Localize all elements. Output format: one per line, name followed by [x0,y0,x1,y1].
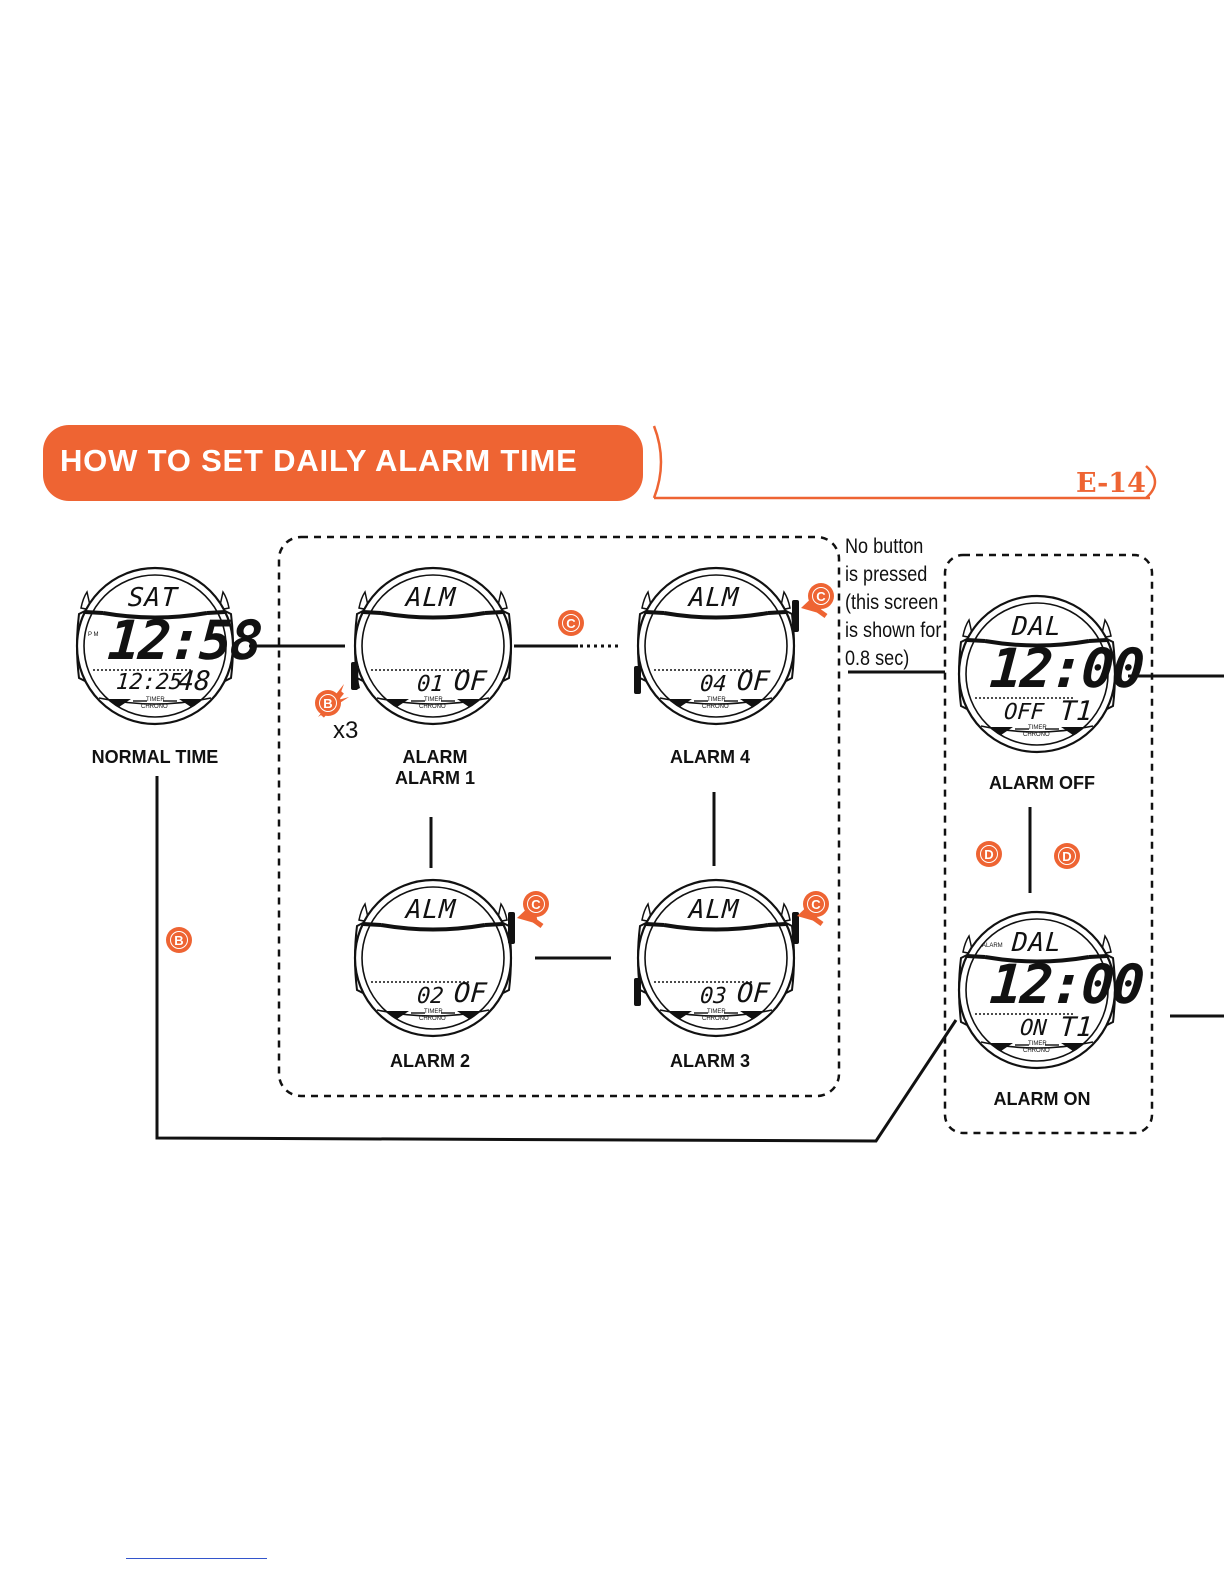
chrono-label-alarm4: CHRONO [702,704,729,710]
note-line: 0.8 sec) [845,647,910,670]
badge-letter: D [1058,847,1076,865]
label-alarm-off: ALARM OFF [942,773,1142,794]
lcd-bottom-right-alarm1: OF [452,666,488,697]
lcd-bottom-left-alarm-off: OFF [1003,700,1045,725]
chrono-label-alarm-on: CHRONO [1023,1048,1050,1054]
button-c-badge: C [558,610,584,636]
lcd-top-alarm1: ALM [404,583,458,613]
label-line: ALARM [402,747,468,767]
chrono-label-alarm2: CHRONO [419,1016,446,1022]
badge-letter: B [170,931,188,949]
badge-letter: B [319,694,337,712]
timeout-note: No button is pressed (this screen is sho… [845,533,941,673]
timer-label-alarm4: TIMER [707,697,726,703]
page-title: HOW TO SET DAILY ALARM TIME [60,443,578,478]
badge-letter: C [562,614,580,632]
lcd-bottom-right-alarm-off: T1 [1058,696,1094,727]
lcd-bottom-left-alarm-on: ON [1019,1016,1048,1041]
press-count: x3 [333,717,359,744]
pm-indicator: P M [88,632,99,638]
label-line: ALARM 1 [395,768,475,788]
alarm-indicator: ALARM [982,943,1003,949]
button-d-badge: D [1054,843,1080,869]
note-line: (this screen [845,591,939,614]
chrono-label-alarm1: CHRONO [419,704,446,710]
lcd-bottom-left-normal: 12:25 [115,670,184,695]
label-normal-time: NORMAL TIME [55,747,255,768]
lcd-top-alarm3: ALM [687,895,741,925]
timer-label-alarm3: TIMER [707,1009,726,1015]
note-line: is pressed [845,563,928,586]
label-alarm-3: ALARM 3 [610,1051,810,1072]
timer-label-alarm-off: TIMER [1028,725,1047,731]
label-line: NORMAL TIME [91,747,219,767]
label-line: ALARM 3 [670,1051,750,1071]
chrono-label-alarm3: CHRONO [702,1016,729,1022]
label-alarm-2: ALARM 2 [330,1051,530,1072]
button-b-badge: B [315,690,341,716]
timer-label-normal: TIMER [146,697,165,703]
lcd-main-normal: 12:58 [105,609,263,672]
note-line: is shown for [845,619,942,642]
lcd-main-alarm-on: 12:00 [987,953,1145,1016]
label-alarm-on: ALARM ON [942,1089,1142,1110]
lcd-main-alarm-off: 12:00 [987,637,1145,700]
label-line: ALARM 2 [390,1051,470,1071]
chrono-label-alarm-off: CHRONO [1023,732,1050,738]
badge-letter: C [812,587,830,605]
label-line: ALARM OFF [989,773,1095,793]
lcd-bottom-right-alarm4: OF [735,666,771,697]
lcd-bottom-left-alarm4: 04 [699,672,728,697]
label-alarm-4: ALARM 4 [610,747,810,768]
badge-letter: D [980,845,998,863]
timer-label-alarm-on: TIMER [1028,1041,1047,1047]
button-d-badge: D [976,841,1002,867]
timer-label-alarm1: TIMER [424,697,443,703]
badge-letter: C [527,895,545,913]
lcd-top-normal: SAT [126,583,180,613]
lcd-bottom-right-alarm-on: T1 [1058,1012,1094,1043]
lcd-bottom-right-alarm2: OF [452,978,488,1009]
note-line: No button [845,535,924,558]
lcd-bottom-right-alarm3: OF [735,978,771,1009]
label-line: ALARM 4 [670,747,750,767]
lcd-bottom-right-normal: 48 [176,666,212,697]
lcd-bottom-left-alarm3: 03 [699,984,728,1009]
button-c-badge: C [523,891,549,917]
button-c-badge: C [803,891,829,917]
page-number: E-14 [1076,468,1146,499]
button-c-badge: C [808,583,834,609]
timer-label-alarm2: TIMER [424,1009,443,1015]
title-banner [43,425,643,501]
lcd-bottom-left-alarm1: 01 [416,672,445,697]
badge-letter: C [807,895,825,913]
lcd-top-alarm4: ALM [687,583,741,613]
label-alarm-1: ALARM ALARM 1 [335,747,535,789]
lcd-bottom-left-alarm2: 02 [416,984,445,1009]
link-underline [126,1558,267,1559]
label-line: ALARM ON [993,1089,1091,1109]
lcd-top-alarm2: ALM [404,895,458,925]
button-b-badge: B [166,927,192,953]
chrono-label-normal: CHRONO [141,704,168,710]
